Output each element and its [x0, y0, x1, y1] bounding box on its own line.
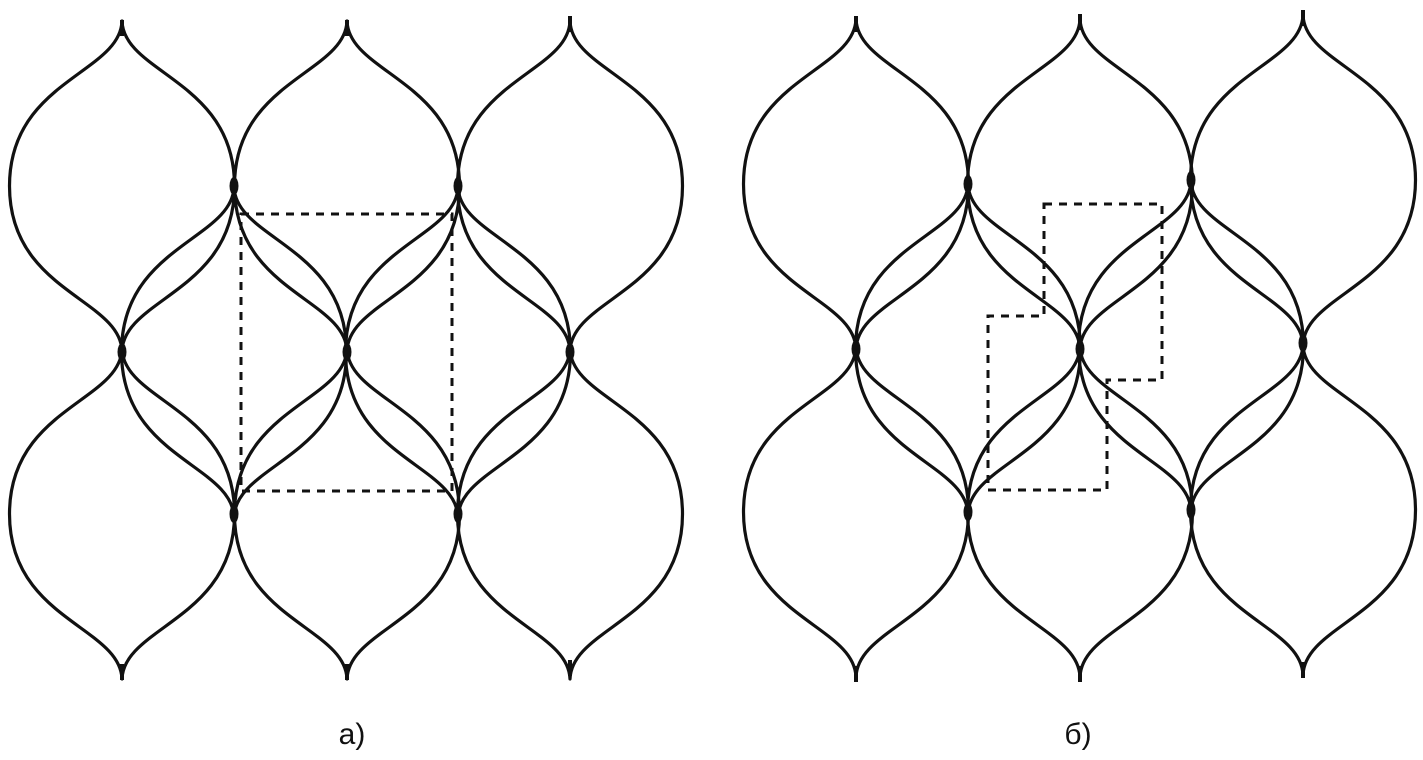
a-cell — [7, 347, 237, 681]
a-cell — [232, 347, 462, 681]
a-junction-node — [565, 343, 575, 361]
panel-a-label: а) — [339, 718, 366, 751]
b-cell — [965, 17, 1195, 351]
b-cell — [741, 345, 971, 679]
a-junction-node — [117, 343, 127, 361]
a-cell — [343, 185, 573, 519]
a-unit-cell-outline — [239, 212, 454, 493]
a-cell — [119, 185, 349, 519]
b-cell — [853, 182, 1083, 516]
b-unit-cell-outline — [986, 202, 1164, 492]
b-junction-node — [963, 175, 973, 193]
panel-b-label: б) — [1064, 718, 1091, 751]
b-cell — [1188, 13, 1418, 347]
b-cell — [965, 345, 1195, 679]
a-junction-node — [453, 177, 463, 195]
b-junction-node — [1186, 171, 1196, 189]
a-junction-node — [229, 505, 239, 523]
b-cell — [1076, 179, 1306, 513]
b-junction-node — [1186, 501, 1196, 519]
a-junction-node — [229, 177, 239, 195]
a-cell — [455, 19, 685, 353]
b-junction-node — [963, 503, 973, 521]
a-junction-node — [342, 343, 352, 361]
b-junction-node — [1075, 340, 1085, 358]
a-junction-node — [453, 505, 463, 523]
a-cell — [455, 347, 685, 681]
b-cell — [741, 17, 971, 351]
a-cell — [232, 19, 462, 353]
b-cell — [1188, 343, 1418, 677]
a-cell — [7, 19, 237, 353]
panel-a — [7, 16, 685, 681]
b-junction-node — [851, 340, 861, 358]
b-junction-node — [1298, 334, 1308, 352]
panel-b — [741, 10, 1418, 682]
